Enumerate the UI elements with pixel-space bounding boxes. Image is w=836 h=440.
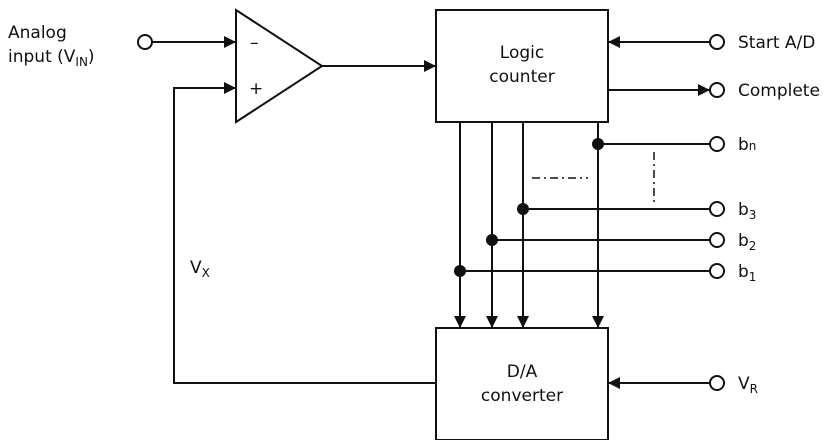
feedback-vx-wire [173,82,436,384]
logic-counter-box [435,9,609,123]
b2-label: b2 [738,231,756,253]
analog-input-label-line2: input (VIN) [8,47,95,69]
logic-counter-label-line2: counter [489,67,554,87]
vr-terminal [709,375,725,391]
vr-label: VR [738,374,758,396]
b1-terminal [709,263,725,279]
b3-terminal [709,201,725,217]
comparator-opamp [235,8,324,124]
da-converter-label-line2: converter [481,386,563,406]
da-converter-label-line1: D/A [507,362,538,382]
bn-label: bn [738,135,756,155]
opamp-minus-sign: – [250,33,259,53]
complete-terminal [709,82,725,98]
da-converter-box [435,327,609,440]
b1-junction-dot [454,265,466,277]
b3-junction-dot [517,203,529,215]
b2-junction-dot [486,234,498,246]
b1-label: b1 [738,262,756,284]
analog-input-terminal [137,34,153,50]
start-ad-terminal [709,34,725,50]
start-ad-label: Start A/D [738,33,815,53]
logic-counter-label-line1: Logic [500,43,544,63]
opamp-plus-sign: + [249,79,263,99]
bn-terminal [709,136,725,152]
bn-junction-dot [592,138,604,150]
b2-terminal [709,232,725,248]
vx-label: VX [190,258,210,280]
analog-input-label-line1: Analog [8,23,67,43]
complete-label: Complete [738,81,820,101]
b3-label: b3 [738,200,756,222]
